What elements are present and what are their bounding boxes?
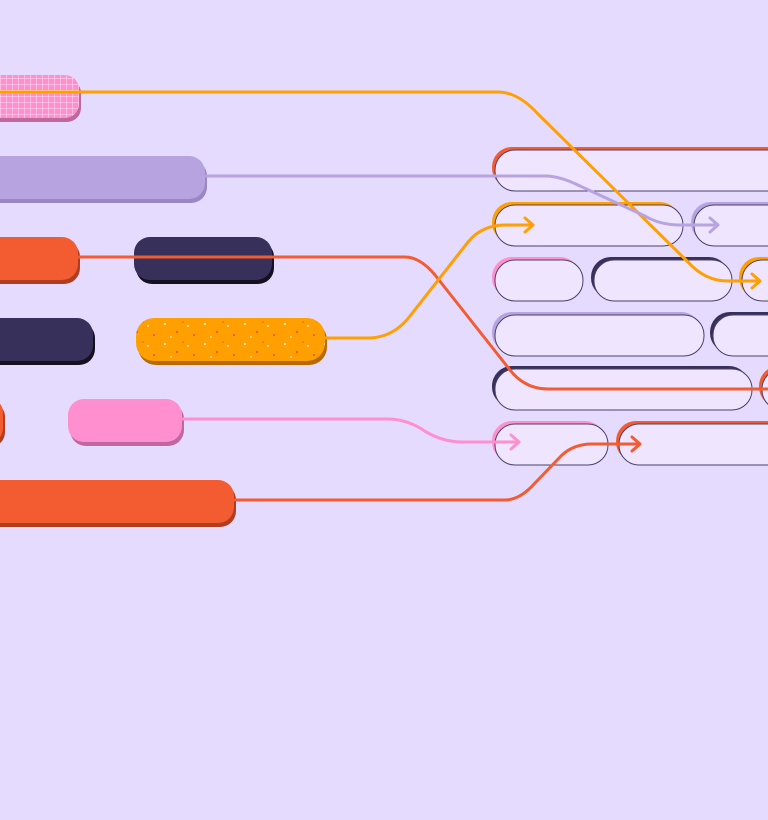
connectors [0, 90, 768, 502]
slot [492, 312, 705, 357]
slot [492, 421, 609, 466]
connector-amber [323, 216, 535, 340]
slot [492, 257, 584, 302]
pill-lavender [0, 156, 207, 203]
pill-orange-2 [0, 403, 5, 444]
connector-pink [180, 417, 521, 451]
slot-body [494, 149, 768, 192]
pill-orange-3 [0, 480, 236, 527]
connector-orange-red [76, 255, 768, 391]
slot-body [593, 259, 733, 302]
slot [492, 202, 684, 247]
pill-navy-2 [0, 318, 95, 365]
pill-orange-1 [0, 237, 80, 284]
slot-body [494, 259, 584, 302]
slot [492, 366, 753, 411]
pill-pink-grid [0, 75, 81, 122]
pill-amber-speckled [136, 318, 327, 365]
slot [739, 257, 768, 302]
pill-navy-1 [134, 237, 274, 284]
connector-orange-bottom [232, 435, 642, 502]
slot [710, 312, 768, 357]
left-pills [0, 75, 327, 527]
slot-grid [492, 147, 768, 466]
slot [492, 147, 768, 192]
connector-lavender [203, 174, 720, 234]
slot [616, 421, 768, 466]
pill-pink [68, 399, 184, 446]
slot [691, 202, 768, 247]
connector-amber-top [0, 90, 762, 290]
slot-body [712, 314, 768, 357]
slot-body [494, 314, 705, 357]
